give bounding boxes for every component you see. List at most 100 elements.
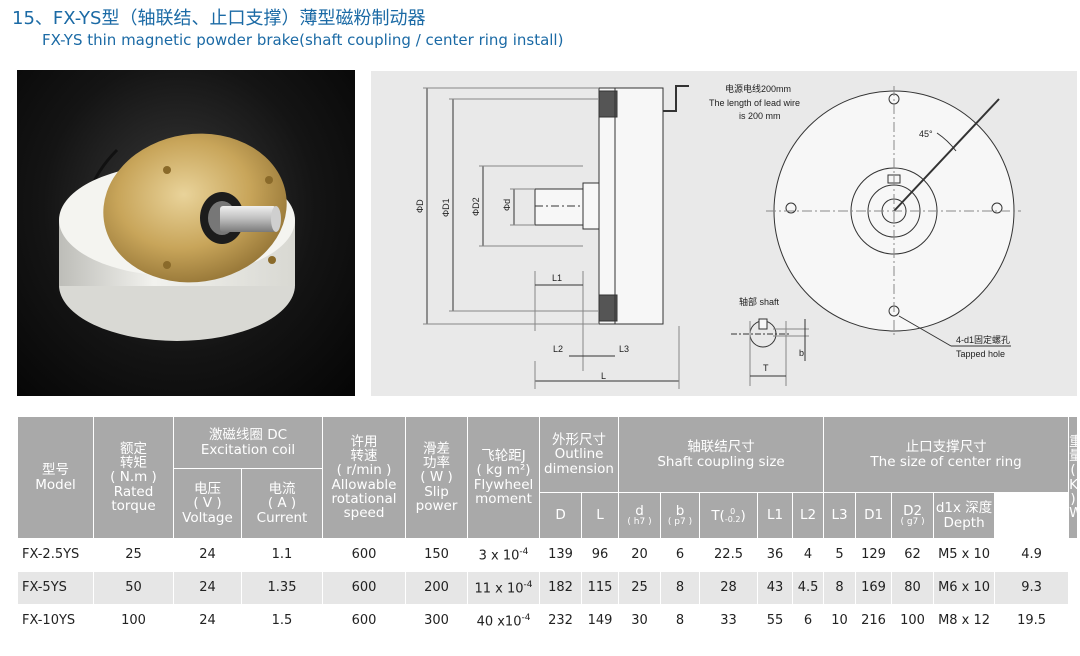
cell-t: 22.5 <box>699 538 759 572</box>
dim-phi-d2: ΦD2 <box>471 197 481 216</box>
cell-voltage: 24 <box>173 571 242 605</box>
cell-small-d: 25 <box>618 571 662 605</box>
cell-speed: 600 <box>322 538 407 572</box>
cell-flywheel: 11 x 10-4 <box>467 571 541 605</box>
cell-l3: 8 <box>823 571 857 605</box>
product-photo <box>17 70 355 396</box>
cell-flywheel: 40 x10-4 <box>467 604 541 638</box>
cell-current: 1.5 <box>240 604 324 638</box>
table-row: FX-10YS 100 24 1.5 600 300 40 x10-4 232 … <box>17 604 1078 638</box>
cell-d1: 129 <box>855 538 893 572</box>
cell-voltage: 24 <box>173 604 242 638</box>
cell-d1-depth: M6 x 10 <box>933 571 996 605</box>
technical-drawing: ΦD ΦD1 ΦD2 Φd L1 L2 L3 L 电源电线200mm The l… <box>371 71 1077 396</box>
cell-d-outline: 182 <box>539 571 583 605</box>
cell-b: 8 <box>660 604 701 638</box>
dim-l2: L2 <box>553 344 563 354</box>
cell-model: FX-10YS <box>17 604 94 638</box>
header-small-d: d( h7 ) <box>618 492 662 539</box>
cell-l3: 10 <box>823 604 857 638</box>
cell-l1: 55 <box>757 604 794 638</box>
title-english: FX-YS thin magnetic powder brake(shaft c… <box>42 31 564 49</box>
cell-current: 1.1 <box>240 538 324 572</box>
dim-l3: L3 <box>619 344 629 354</box>
dim-b: b <box>799 348 804 358</box>
cell-weight: 19.5 <box>994 604 1070 638</box>
cell-small-d: 20 <box>618 538 662 572</box>
cell-d1: 216 <box>855 604 893 638</box>
cell-d-outline: 139 <box>539 538 583 572</box>
cell-weight: 9.3 <box>994 571 1070 605</box>
cell-t: 33 <box>699 604 759 638</box>
cell-l-outline: 149 <box>581 604 620 638</box>
cell-speed: 600 <box>322 604 407 638</box>
cell-d1: 169 <box>855 571 893 605</box>
dim-phi-small-d: Φd <box>502 199 512 211</box>
header-d-outline: D <box>539 492 583 539</box>
cell-slip: 200 <box>405 571 469 605</box>
header-t: T(0-0.2) <box>699 492 759 539</box>
dim-phi-d1: ΦD1 <box>441 198 451 217</box>
tapped-hole-cn: 4-d1固定螺孔 <box>956 334 1010 345</box>
cell-model: FX-2.5YS <box>17 538 94 572</box>
dim-l: L <box>601 371 606 381</box>
cell-weight: 4.9 <box>994 538 1070 572</box>
cell-l-outline: 96 <box>581 538 620 572</box>
title-chinese: 15、FX-YS型（轴联结、止口支撑）薄型磁粉制动器 <box>12 8 426 29</box>
cell-d2: 80 <box>891 571 935 605</box>
drawing-svg: ΦD ΦD1 ΦD2 Φd L1 L2 L3 L 电源电线200mm The l… <box>415 83 1021 389</box>
lead-wire-en-2: is 200 mm <box>739 111 781 121</box>
cell-l1: 36 <box>757 538 794 572</box>
cell-small-d: 30 <box>618 604 662 638</box>
cell-torque: 50 <box>93 571 174 605</box>
cell-d2: 62 <box>891 538 935 572</box>
cell-b: 6 <box>660 538 701 572</box>
shaft-label: 轴部 shaft <box>739 296 780 307</box>
table-row: FX-2.5YS 25 24 1.1 600 150 3 x 10-4 139 … <box>17 538 1078 572</box>
header-l2: L2 <box>792 492 825 539</box>
lead-wire-cn: 电源电线200mm <box>725 83 791 94</box>
table-row: FX-5YS 50 24 1.35 600 200 11 x 10-4 182 … <box>17 571 1078 605</box>
brake-illustration <box>59 133 295 341</box>
header-d2: D2( g7 ) <box>891 492 935 539</box>
header-l1: L1 <box>757 492 794 539</box>
cell-current: 1.35 <box>240 571 324 605</box>
header-current: 电流( A )Current <box>240 468 324 539</box>
header-weight: 重量( Kg )Weight <box>1068 416 1080 539</box>
cell-slip: 300 <box>405 604 469 638</box>
cell-l2: 6 <box>792 604 825 638</box>
cell-t: 28 <box>699 571 759 605</box>
cell-d1-depth: M5 x 10 <box>933 538 996 572</box>
cell-voltage: 24 <box>173 538 242 572</box>
header-l-outline: L <box>581 492 620 539</box>
header-voltage: 电压( V )Voltage <box>173 468 242 539</box>
header-l3: L3 <box>823 492 857 539</box>
tapped-hole-en: Tapped hole <box>956 349 1005 359</box>
dim-phi-d: ΦD <box>415 199 425 213</box>
cell-l2: 4 <box>792 538 825 572</box>
cell-speed: 600 <box>322 571 407 605</box>
angle-label: 45° <box>919 129 933 139</box>
cell-flywheel: 3 x 10-4 <box>467 538 541 572</box>
lead-wire-en-1: The length of lead wire <box>709 98 800 108</box>
cell-model: FX-5YS <box>17 571 94 605</box>
cell-torque: 100 <box>93 604 174 638</box>
cell-l3: 5 <box>823 538 857 572</box>
cell-b: 8 <box>660 571 701 605</box>
header-b: b( p7 ) <box>660 492 701 539</box>
cell-l-outline: 115 <box>581 571 620 605</box>
header-d1: D1 <box>855 492 893 539</box>
cell-d2: 100 <box>891 604 935 638</box>
cell-torque: 25 <box>93 538 174 572</box>
dim-t: T <box>763 363 769 373</box>
